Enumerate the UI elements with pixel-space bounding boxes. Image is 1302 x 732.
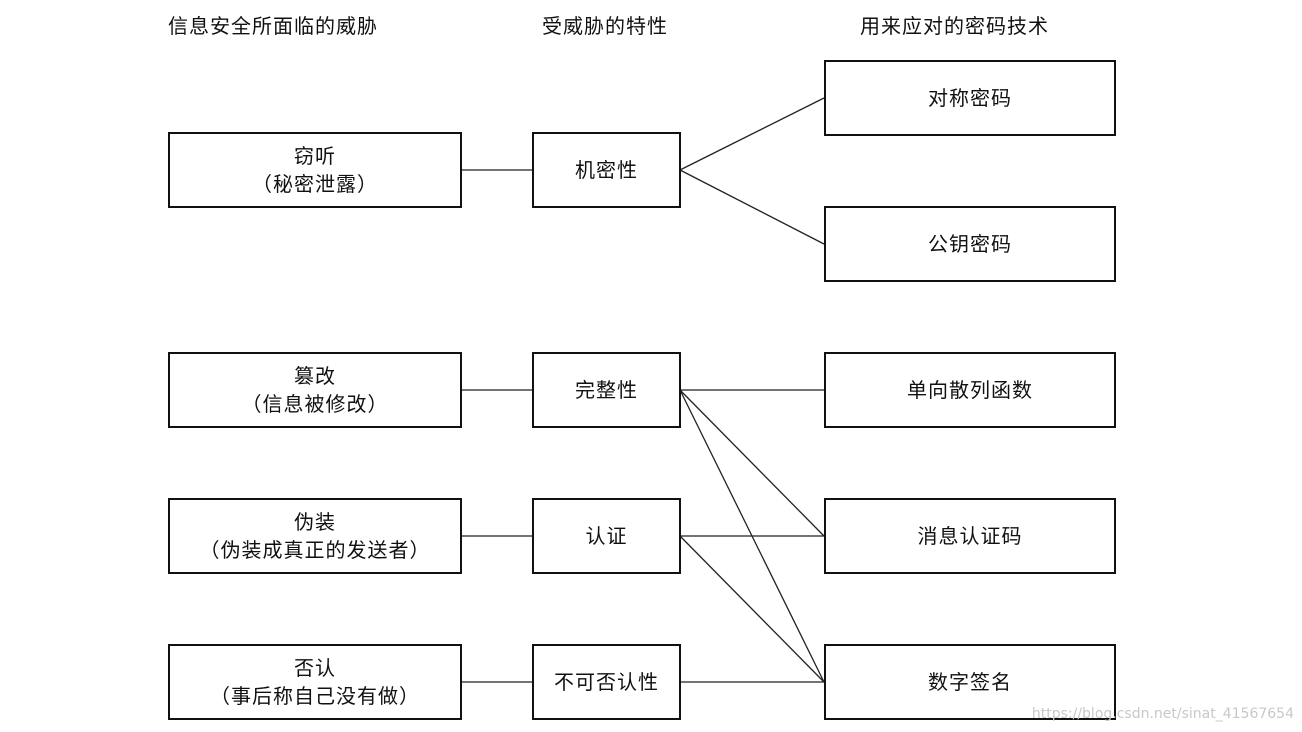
watermark-text: https://blog.csdn.net/sinat_41567654 (1031, 706, 1294, 722)
threat-name: 伪装 (294, 510, 336, 534)
threat-box-tamper: 篡改 （信息被修改） (168, 352, 462, 428)
property-box-nonrepudiation: 不可否认性 (532, 644, 681, 720)
line-authentication-signature (679, 535, 825, 683)
header-threats: 信息安全所面临的威胁 (168, 14, 378, 38)
header-properties: 受威胁的特性 (542, 14, 668, 38)
threat-box-eavesdrop: 窃听 （秘密泄露） (168, 132, 462, 208)
property-label: 不可否认性 (554, 670, 659, 694)
threat-detail: （事后称自己没有做） (210, 684, 420, 708)
technique-box-hash: 单向散列函数 (824, 352, 1116, 428)
threat-name: 篡改 (294, 364, 336, 388)
line-confidentiality-symmetric (679, 97, 825, 171)
threat-name: 否认 (294, 656, 336, 680)
technique-label: 数字签名 (928, 670, 1012, 694)
property-label: 完整性 (575, 378, 638, 402)
technique-label: 单向散列函数 (907, 378, 1033, 402)
threat-name: 窃听 (294, 144, 336, 168)
technique-label: 公钥密码 (928, 232, 1012, 256)
technique-label: 对称密码 (928, 86, 1012, 110)
threat-detail: （信息被修改） (241, 392, 389, 416)
technique-label: 消息认证码 (917, 524, 1023, 548)
line-confidentiality-publickey (679, 169, 825, 245)
technique-box-symmetric: 对称密码 (824, 60, 1116, 136)
header-techniques: 用来应对的密码技术 (860, 14, 1049, 38)
technique-box-publickey: 公钥密码 (824, 206, 1116, 282)
threat-detail: （秘密泄露） (252, 172, 378, 196)
technique-box-mac: 消息认证码 (824, 498, 1116, 574)
property-label: 机密性 (575, 158, 638, 182)
property-box-confidentiality: 机密性 (532, 132, 681, 208)
property-label: 认证 (585, 524, 628, 548)
threat-box-deny: 否认 （事后称自己没有做） (168, 644, 462, 720)
threat-detail: （伪装成真正的发送者） (199, 538, 431, 562)
property-box-authentication: 认证 (532, 498, 681, 574)
technique-box-signature: 数字签名 (824, 644, 1116, 720)
threat-box-spoof: 伪装 （伪装成真正的发送者） (168, 498, 462, 574)
line-integrity-mac (679, 389, 825, 537)
property-box-integrity: 完整性 (532, 352, 681, 428)
